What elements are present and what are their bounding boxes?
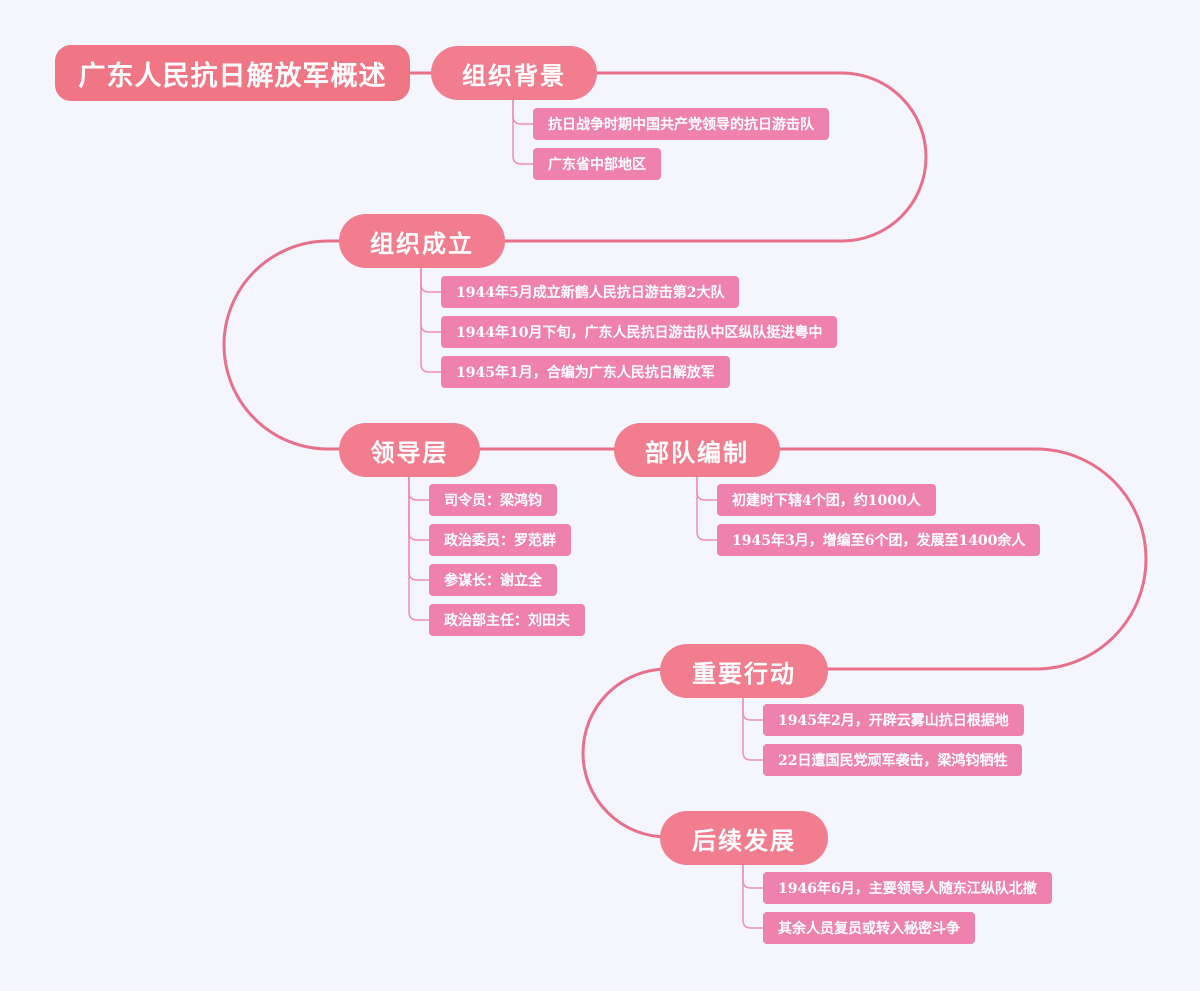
branch-line — [742, 696, 764, 721]
branch-line — [742, 863, 764, 889]
leaf-item[interactable]: 参谋长：谢立全 — [429, 564, 557, 596]
leaf-item[interactable]: 1945年3月，增编至6个团，发展至1400余人 — [717, 524, 1041, 556]
leaf-item[interactable]: 政治委员：罗范群 — [429, 524, 571, 556]
branch-line — [512, 99, 534, 165]
topic-link-line — [581, 667, 668, 839]
leaf-item[interactable]: 抗日战争时期中国共产党领导的抗日游击队 — [533, 108, 829, 140]
leaf-item[interactable]: 1945年1月，合编为广东人民抗日解放军 — [441, 356, 730, 388]
leaf-item[interactable]: 政治部主任：刘田夫 — [429, 604, 585, 636]
topic-leadership[interactable]: 领导层 — [339, 423, 480, 477]
leaf-item[interactable]: 22日遭国民党顽军袭击，梁鸿钧牺牲 — [763, 744, 1023, 776]
branch-line — [408, 475, 430, 581]
branch-line — [408, 475, 430, 541]
branch-line — [408, 475, 430, 621]
topic-key-operations[interactable]: 重要行动 — [660, 644, 828, 698]
topic-later-development[interactable]: 后续发展 — [660, 811, 828, 865]
branch-line — [512, 99, 534, 125]
branch-line — [408, 475, 430, 501]
branch-line — [696, 475, 718, 501]
leaf-item[interactable]: 1944年5月成立新鹤人民抗日游击第2大队 — [441, 276, 740, 308]
leaf-item[interactable]: 1945年2月，开辟云雾山抗日根据地 — [763, 704, 1024, 736]
branch-line — [742, 696, 764, 761]
topic-unit-structure[interactable]: 部队编制 — [614, 423, 780, 477]
branch-line — [420, 267, 442, 333]
branch-line — [696, 475, 718, 541]
leaf-item[interactable]: 司令员：梁鸿钧 — [429, 484, 557, 516]
leaf-item[interactable]: 1946年6月，主要领导人随东江纵队北撤 — [763, 872, 1052, 904]
root-topic[interactable]: 广东人民抗日解放军概述 — [55, 45, 410, 101]
topic-link-line — [778, 447, 1148, 671]
leaf-item[interactable]: 1944年10月下旬，广东人民抗日游击队中区纵队挺进粤中 — [441, 316, 838, 348]
branch-line — [420, 267, 442, 293]
branch-line — [742, 863, 764, 929]
topic-org-background[interactable]: 组织背景 — [431, 46, 597, 100]
leaf-item[interactable]: 其余人员复员或转入秘密斗争 — [763, 912, 975, 944]
topic-org-founding[interactable]: 组织成立 — [339, 214, 505, 268]
topic-link-line — [222, 239, 341, 451]
leaf-item[interactable]: 广东省中部地区 — [533, 148, 661, 180]
branch-line — [420, 267, 442, 373]
leaf-item[interactable]: 初建时下辖4个团，约1000人 — [717, 484, 936, 516]
